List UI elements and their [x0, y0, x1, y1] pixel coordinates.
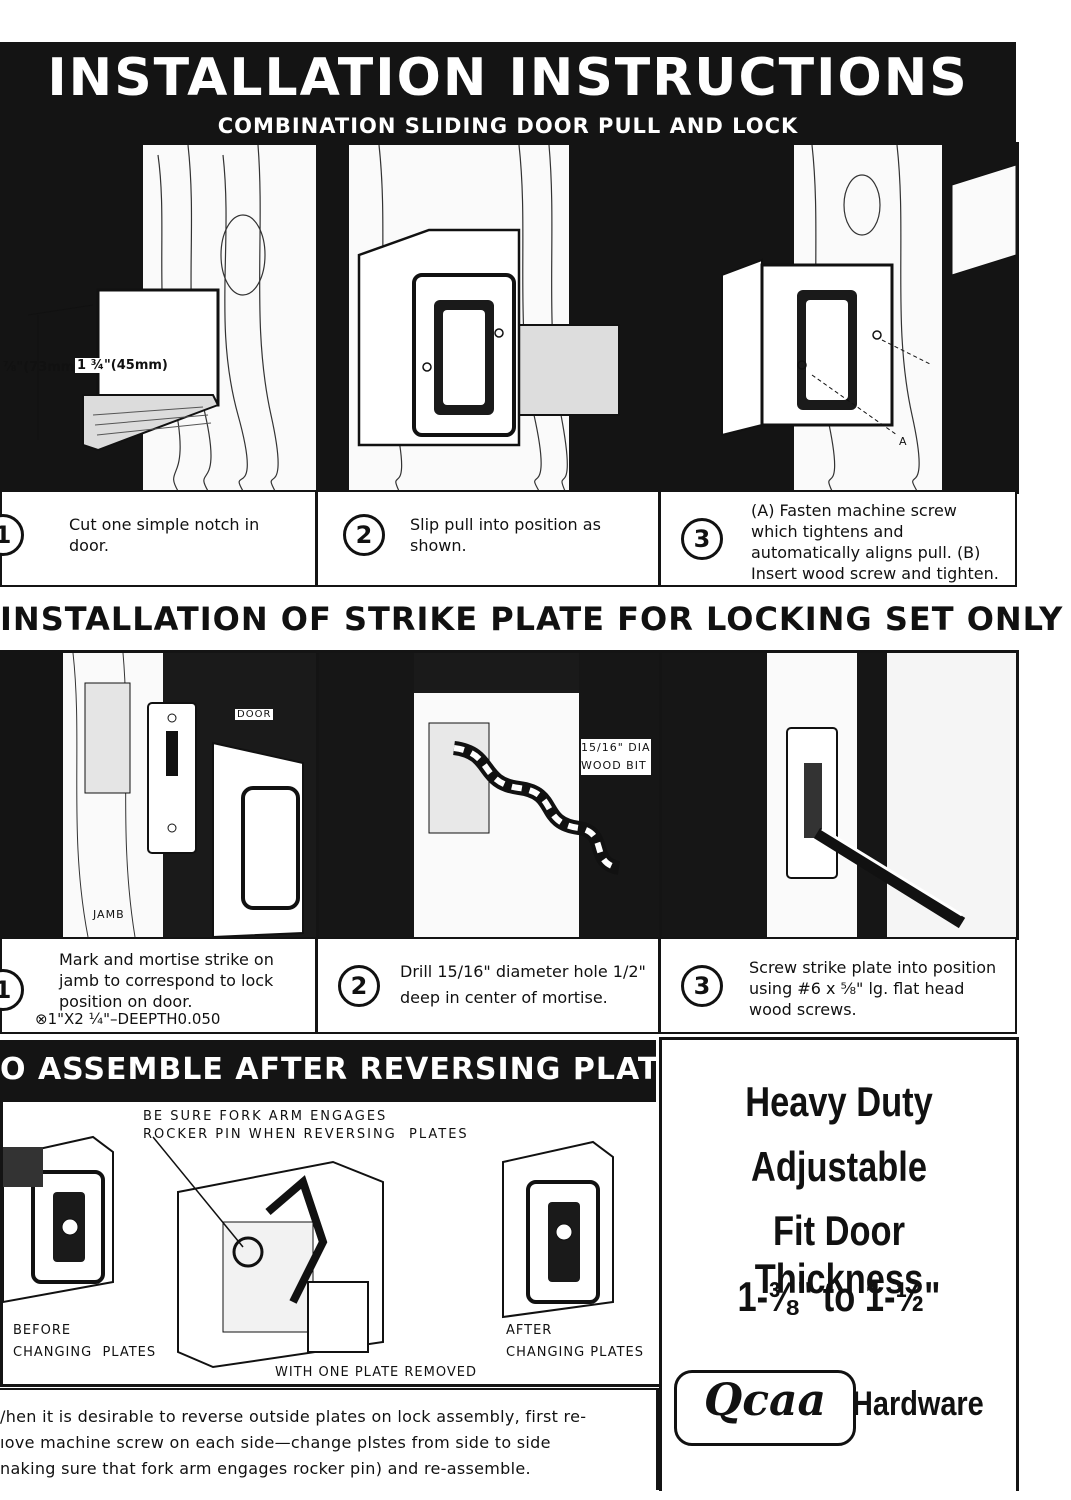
- step-number: 1: [0, 514, 24, 556]
- step-text: Drill 15/16" diameter hole 1/2" deep in …: [400, 962, 646, 1007]
- screw-strike-drawing: [662, 653, 1016, 937]
- step-text: Slip pull into position as shown.: [410, 515, 601, 555]
- illustration-notch: ⅞"(73mm) 1 ¾"(45mm): [0, 142, 319, 494]
- jamb-label: JAMB: [93, 908, 125, 921]
- fasten-screw-drawing: [662, 145, 1016, 491]
- step-number: 2: [338, 965, 380, 1007]
- fork-arm-note: BE SURE FORK ARM ENGAGES ROCKER PIN WHEN…: [143, 1109, 469, 1142]
- drill-drawing: [319, 653, 659, 937]
- reassemble-heading: O ASSEMBLE AFTER REVERSING PLATES: [0, 1052, 704, 1087]
- step-text: Screw strike plate into position using #…: [749, 958, 997, 1019]
- step-note: ⊗1"X2 ¼"–DEEPTH0.050: [35, 1010, 221, 1028]
- step-text: Cut one simple notch in door.: [69, 515, 260, 555]
- dimension-right-label: 1 ¾"(45mm): [75, 358, 170, 373]
- after-label: AFTER CHANGING PLATES: [506, 1323, 644, 1360]
- step-2-caption: 2 Slip pull into position as shown.: [316, 490, 660, 587]
- promo-thickness-range: 1-⅜" to 1-½": [737, 1273, 941, 1320]
- strike-step-2-caption: 2 Drill 15/16" diameter hole 1/2" deep i…: [316, 937, 660, 1034]
- strike-step-1-caption: 1 Mark and mortise strike on jamb to cor…: [0, 937, 317, 1034]
- door-notch-drawing: [3, 145, 316, 491]
- before-label: BEFORE CHANGING PLATES: [13, 1323, 157, 1360]
- reassemble-instructions: /hen it is desirable to reverse outside …: [0, 1388, 659, 1490]
- step-number: 3: [681, 518, 723, 560]
- label-a: A: [899, 435, 907, 448]
- brand-word: Hardware: [852, 1385, 984, 1423]
- step-text: (A) Fasten machine screw which tightens …: [751, 501, 999, 583]
- illustration-slip-pull: [316, 142, 662, 494]
- mortise-drawing: [3, 653, 316, 937]
- promo-heavy-duty: Heavy Duty: [745, 1078, 933, 1125]
- step-1-caption: 1 Cut one simple notch in door.: [0, 490, 317, 587]
- page-subtitle: COMBINATION SLIDING DOOR PULL AND LOCK: [217, 114, 799, 138]
- promo-box: Heavy Duty Adjustable Fit Door Thickness…: [659, 1037, 1019, 1491]
- illustration-drill: 15/16" DIA WOOD BIT: [316, 650, 662, 940]
- reassemble-banner: O ASSEMBLE AFTER REVERSING PLATES: [0, 1040, 702, 1102]
- step-number: 2: [343, 514, 385, 556]
- brand-script: Qcaa: [703, 1375, 827, 1426]
- title-banner: INSTALLATION INSTRUCTIONS COMBINATION SL…: [0, 42, 1016, 142]
- reassemble-illustration: BE SURE FORK ARM ENGAGES ROCKER PIN WHEN…: [0, 1102, 662, 1387]
- illustration-fasten: A: [659, 142, 1019, 494]
- brand-logo: Qcaa: [674, 1370, 856, 1446]
- wood-bit-label: 15/16" DIA WOOD BIT: [581, 739, 651, 775]
- dimension-left-label: ⅞"(73mm): [3, 360, 81, 375]
- slip-pull-drawing: [319, 145, 659, 491]
- step-3-caption: 3 (A) Fasten machine screw which tighten…: [659, 490, 1017, 587]
- illustration-screw-strike: [659, 650, 1019, 940]
- illustration-mortise: DOOR JAMB: [0, 650, 319, 940]
- plate-removed-label: WITH ONE PLATE REMOVED: [275, 1365, 477, 1380]
- strike-step-3-caption: 3 Screw strike plate into position using…: [659, 937, 1017, 1034]
- reassemble-text: /hen it is desirable to reverse outside …: [0, 1407, 587, 1478]
- step-number: 3: [681, 965, 723, 1007]
- reassemble-drawing: [3, 1135, 614, 1369]
- door-label: DOOR: [235, 709, 274, 720]
- step-number: 1: [0, 969, 24, 1011]
- page-title: INSTALLATION INSTRUCTIONS: [47, 48, 969, 108]
- promo-fit-door-thickness: Fit Door Thickness: [754, 1207, 924, 1302]
- strike-plate-heading: INSTALLATION OF STRIKE PLATE FOR LOCKING…: [0, 600, 1064, 638]
- step-text: Mark and mortise strike on jamb to corre…: [59, 950, 274, 1011]
- promo-adjustable: Adjustable: [750, 1143, 928, 1190]
